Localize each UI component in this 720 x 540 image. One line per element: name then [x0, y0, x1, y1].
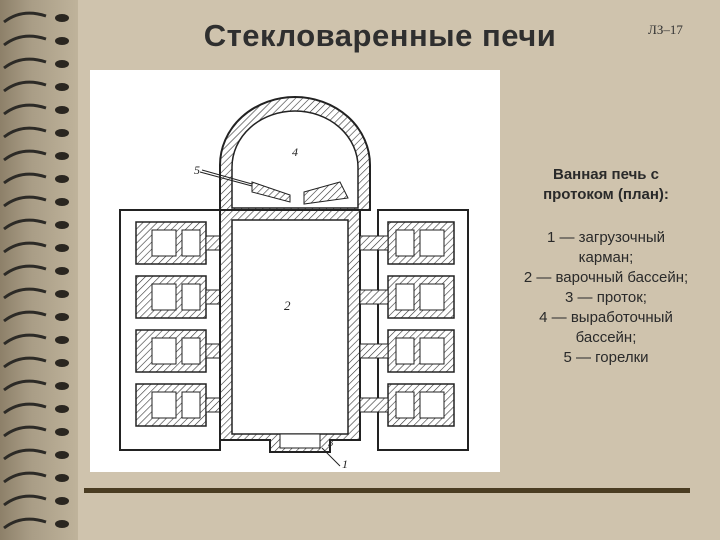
binding-ring: [3, 356, 69, 369]
label-5: 5: [194, 163, 200, 177]
working-basin: [231, 110, 359, 209]
binding-ring: [3, 241, 69, 254]
spiral-rings: [3, 11, 69, 530]
right-regenerator: [377, 209, 469, 451]
legend-line: 3 — проток;: [565, 289, 647, 306]
binding-ring: [3, 379, 69, 392]
legend-line: 2 — варочный бассейн;: [523, 269, 689, 286]
throat-channel: [279, 433, 321, 449]
bottom-rule: [84, 488, 690, 493]
legend-line: карман;: [578, 249, 634, 266]
binding-ring: [3, 57, 69, 70]
furnace-plan-drawing: 1 2 3 4 5: [90, 70, 500, 472]
caption-line-1: Ванная печь с: [552, 166, 660, 183]
right-burner-chambers: [387, 221, 455, 427]
right-ports: [359, 235, 389, 413]
figure-caption: Ванная печь с протоком (план):: [506, 165, 706, 205]
label-1: 1: [342, 457, 348, 471]
legend-line: 1 — загрузочный: [546, 229, 666, 246]
binding-ring: [3, 195, 69, 208]
burners: [199, 171, 349, 205]
binding-ring: [3, 494, 69, 507]
binding-ring: [3, 517, 69, 530]
binding-ring: [3, 103, 69, 116]
binding-ring: [3, 333, 69, 346]
slide-code: ЛЗ–17: [648, 22, 683, 37]
legend-line: 5 — горелки: [563, 349, 649, 366]
binding-ring: [3, 264, 69, 277]
binding-ring: [3, 402, 69, 415]
legend: 1 — загрузочный карман; 2 — варочный бас…: [498, 228, 714, 368]
label-2: 2: [284, 298, 291, 313]
melting-basin: [231, 219, 349, 435]
binding-ring: [3, 425, 69, 438]
binding-ring: [3, 471, 69, 484]
label-4: 4: [292, 145, 298, 159]
page-title: Стекловаренные печи: [203, 18, 557, 53]
furnace-plan-svg: 1 2 3 4 5: [119, 96, 469, 471]
legend-line: бассейн;: [575, 329, 637, 346]
leader-line-5: [201, 169, 253, 185]
binding-ring: [3, 218, 69, 231]
binding-ring: [3, 80, 69, 93]
spiral-binding: [0, 0, 78, 540]
binding-ring: [3, 287, 69, 300]
left-burner-chambers: [135, 221, 207, 427]
label-3: 3: [327, 437, 334, 449]
binding-ring: [3, 448, 69, 461]
binding-ring: [3, 149, 69, 162]
binding-ring: [3, 11, 69, 24]
leader-line-1: [321, 447, 341, 467]
binding-ring: [3, 172, 69, 185]
caption-line-2: протоком (план):: [543, 186, 669, 203]
binding-ring: [3, 126, 69, 139]
binding-ring: [3, 310, 69, 323]
binding-ring: [3, 34, 69, 47]
legend-line: 4 — выработочный: [539, 309, 673, 326]
